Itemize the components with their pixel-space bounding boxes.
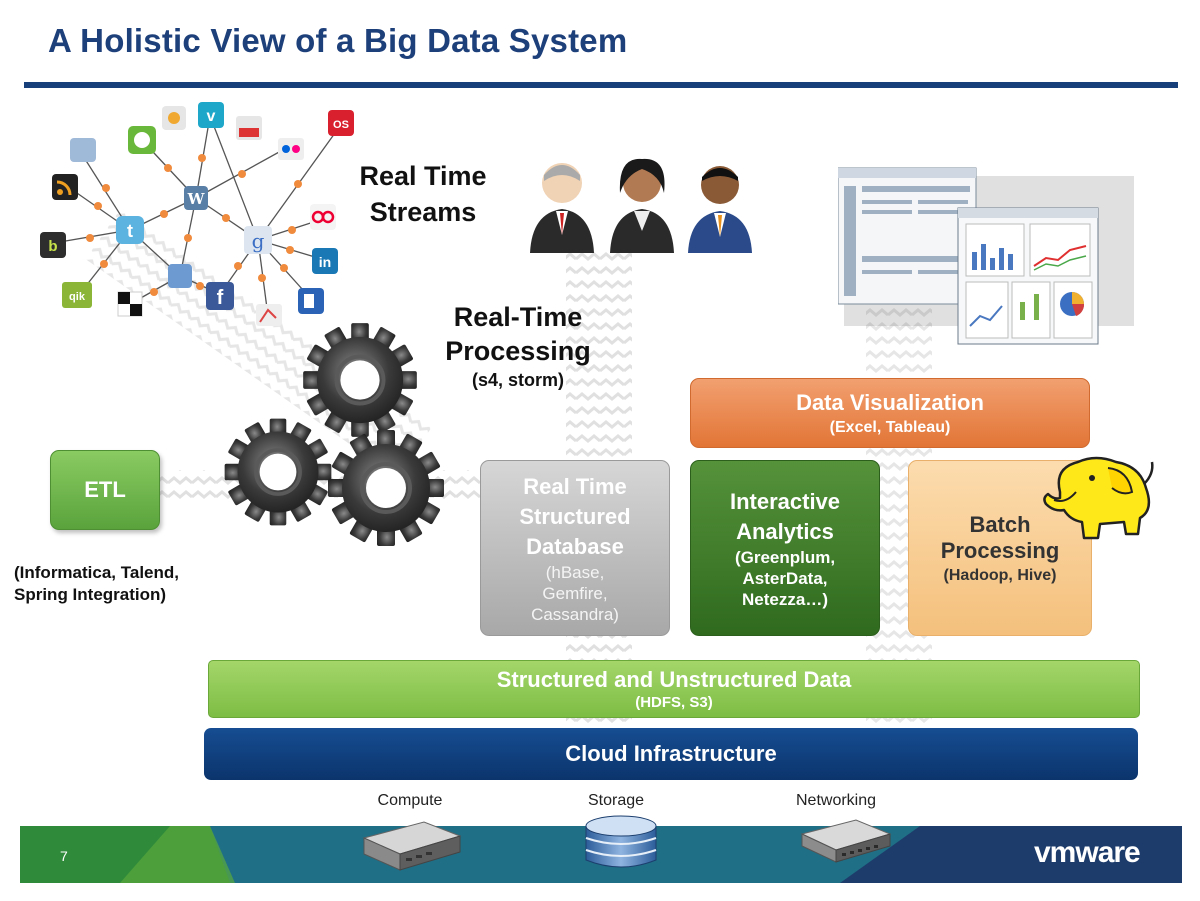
real-time-processing-label: Real-Time Processing: [445, 302, 591, 366]
gear-icon: [222, 416, 334, 528]
youtube-logo: [236, 116, 262, 140]
chart-logo: [256, 304, 282, 326]
qik-logo: qik: [62, 282, 92, 308]
gears-group: [222, 321, 446, 548]
gear-icon: [326, 428, 446, 548]
batch-processing-box: Batch Processing (Hadoop, Hive): [908, 460, 1092, 636]
data-visualization-sub: (Excel, Tableau): [829, 419, 951, 436]
data-visualization-box: Data Visualization (Excel, Tableau): [690, 378, 1090, 448]
etl-tools-label: (Informatica, Talend, Spring Integration…: [14, 563, 179, 604]
slide-title: A Holistic View of a Big Data System: [48, 22, 628, 59]
vimeo-logo: v: [198, 102, 224, 128]
network-switch-icon: [800, 819, 892, 863]
gear-icon: [301, 321, 419, 439]
lastfm-logo: OS: [328, 110, 354, 136]
messenger-logo: [70, 138, 96, 162]
tumblr-logo: b: [40, 232, 66, 258]
svg-text:g: g: [252, 229, 265, 253]
svg-text:t: t: [127, 221, 133, 241]
google-logo: g: [244, 226, 272, 254]
interactive-analytics-box: Interactive Analytics (Greenplum, AsterD…: [690, 460, 880, 636]
page-number: 7: [60, 848, 68, 864]
foursquare-logo: [117, 291, 143, 317]
etl-box: ETL: [50, 450, 160, 530]
real-time-processing-sub: (s4, storm): [471, 370, 565, 390]
svg-text:qik: qik: [69, 291, 86, 303]
vmware-logo: vmware: [1034, 836, 1141, 869]
social-network-cluster: W g t v OS b qik f in: [40, 102, 354, 326]
database-icon: [585, 815, 657, 868]
twitter-logo: t: [116, 216, 144, 244]
real-time-database-box: Real Time Structured Database (hBase, Ge…: [480, 460, 670, 636]
storage-label: Storage: [587, 792, 645, 809]
flickr-logo: [278, 138, 304, 160]
user-avatar: [610, 158, 674, 253]
user-avatar: [530, 163, 594, 253]
svg-text:OS: OS: [333, 119, 349, 131]
hadoop-elephant-logo: [1043, 456, 1154, 540]
rss-icon: [52, 174, 78, 200]
delicious-logo: [298, 288, 324, 314]
svg-text:in: in: [319, 254, 331, 270]
svg-text:f: f: [217, 287, 224, 309]
data-visualization-title: Data Visualization: [796, 390, 984, 415]
user-avatar: [688, 166, 752, 253]
etl-title: ETL: [84, 477, 126, 502]
linkedin-logo: in: [312, 248, 338, 274]
dashboard-screenshots: [838, 167, 1134, 345]
svg-text:b: b: [48, 238, 57, 255]
real-time-streams-label: Real Time Streams: [359, 161, 487, 227]
people-logo: [162, 106, 186, 130]
wordpress-logo: W: [184, 186, 208, 210]
compute-label: Compute: [377, 792, 443, 809]
cloud-infrastructure-box: Cloud Infrastructure: [204, 728, 1138, 780]
server-icon: [362, 821, 462, 871]
facebook-logo: f: [206, 282, 234, 310]
structured-unstructured-data-box: Structured and Unstructured Data (HDFS, …: [208, 660, 1140, 718]
users-group: [530, 158, 752, 253]
cc-logo: [310, 204, 336, 230]
chat-logo: [128, 126, 156, 154]
svg-text:v: v: [207, 108, 216, 125]
svg-text:W: W: [187, 190, 206, 208]
networking-label: Networking: [795, 792, 877, 809]
title-rule: [24, 82, 1178, 88]
feed-logo: [168, 264, 192, 288]
